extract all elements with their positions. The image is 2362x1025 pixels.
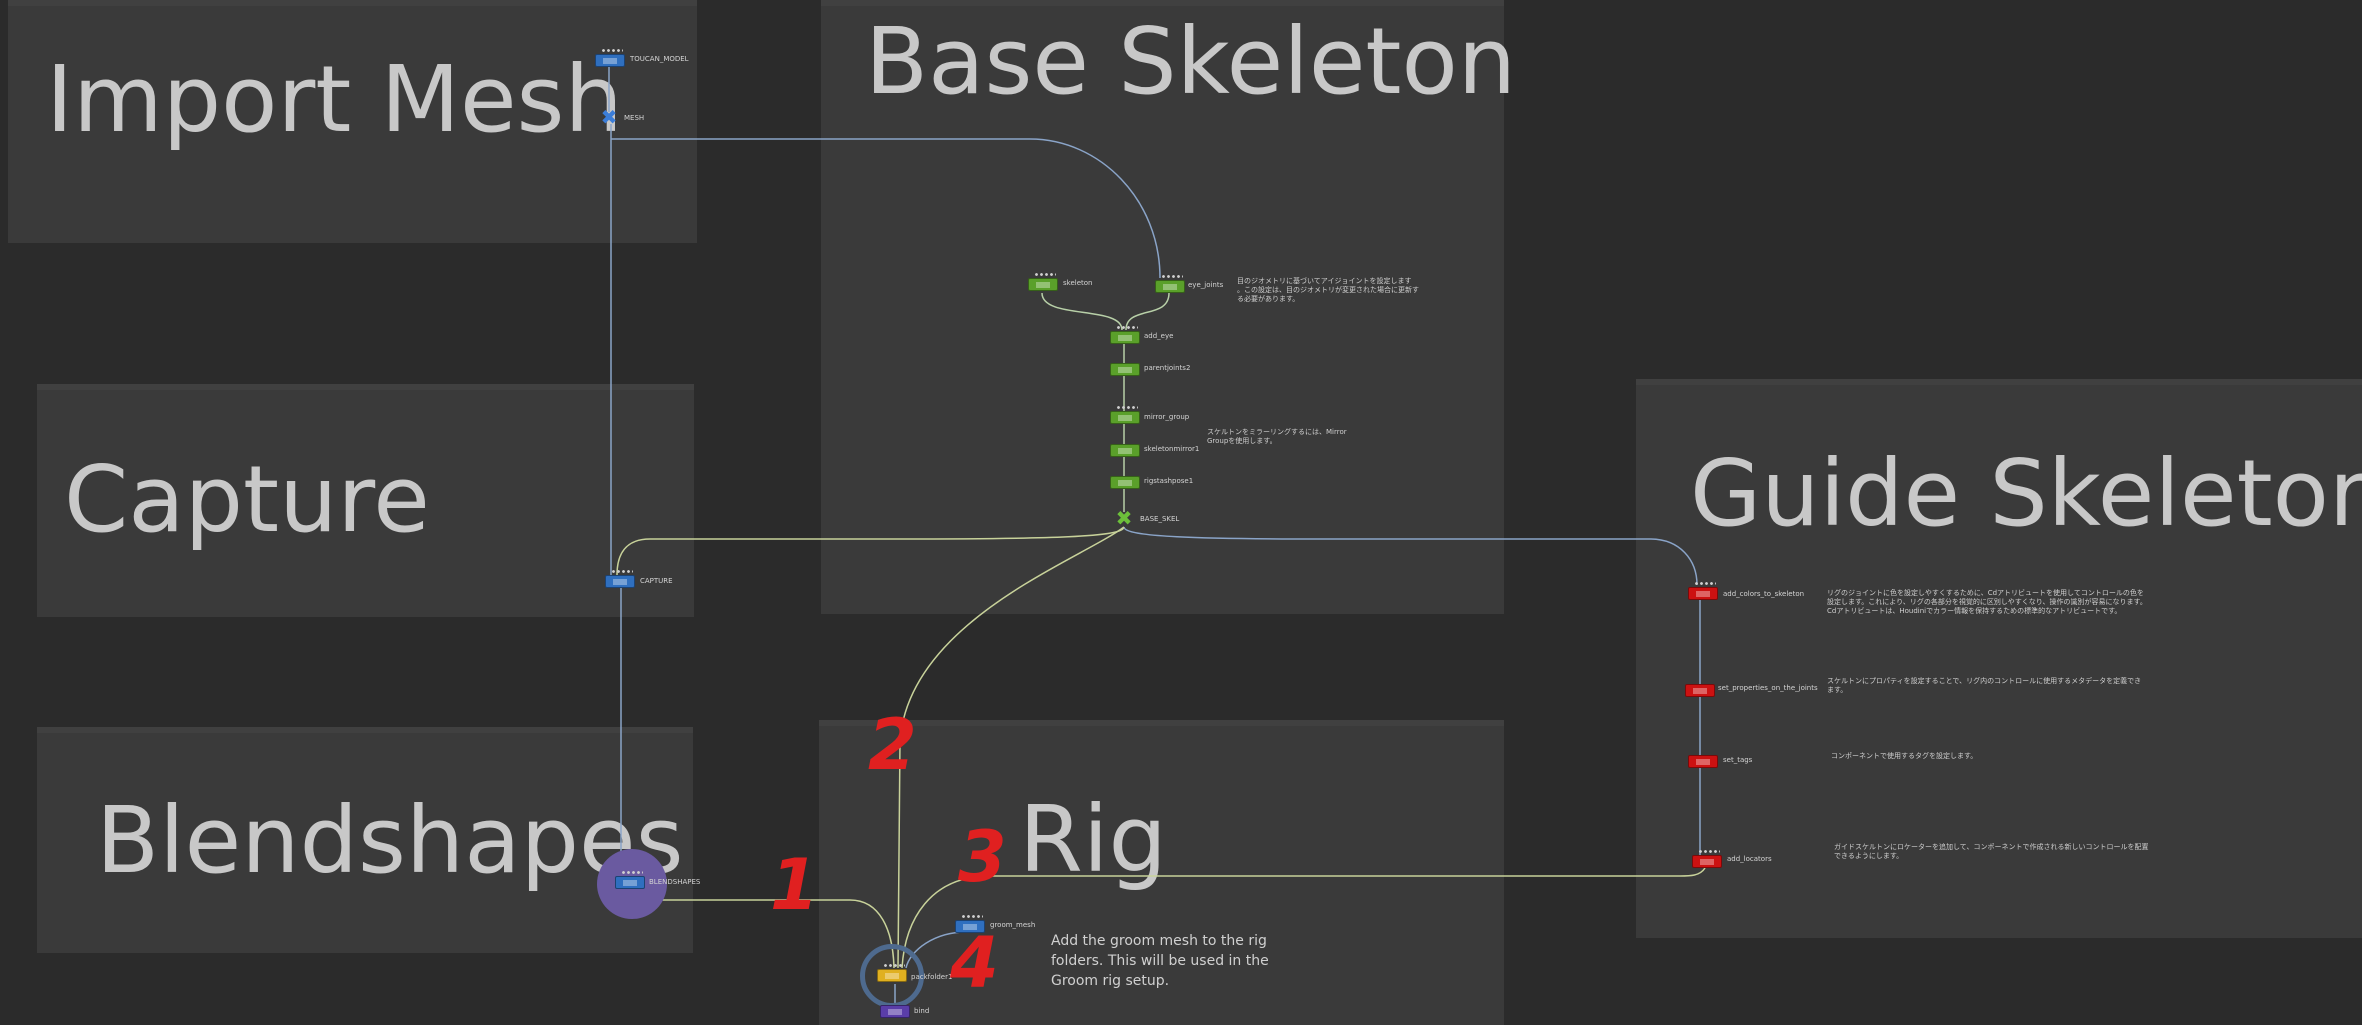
sop-node-eye-joints[interactable] bbox=[1155, 275, 1185, 293]
sop-node-packfolder1[interactable] bbox=[877, 964, 907, 982]
note-mirror: スケルトンをミラーリングするには、Mirror Groupを使用します。 bbox=[1207, 428, 1347, 445]
node-label: packfolder1 bbox=[911, 973, 953, 981]
node-label: set_tags bbox=[1723, 756, 1753, 764]
annotation-number: 4 bbox=[950, 922, 999, 1004]
note-add-colors: リグのジョイントに色を設定しやすくするために、Cdアトリビュートを使用してコント… bbox=[1827, 589, 2147, 615]
null-node-icon[interactable]: ✖ bbox=[1115, 506, 1133, 530]
network-box-capture[interactable]: Capture bbox=[37, 384, 694, 617]
sop-node-add-colors-to-skeleton[interactable] bbox=[1688, 582, 1718, 600]
node-label: CAPTURE bbox=[640, 577, 673, 585]
wire-base-skel-to-capture bbox=[616, 526, 1125, 576]
node-label: skeleton bbox=[1063, 279, 1093, 287]
node-label: BASE_SKEL bbox=[1140, 515, 1180, 523]
sop-node-mirror-group[interactable] bbox=[1110, 406, 1140, 424]
sop-node-rigstashpose1[interactable] bbox=[1110, 476, 1140, 489]
wire-base-skel-to-guide bbox=[1123, 526, 1698, 586]
node-label: add_locators bbox=[1727, 855, 1772, 863]
wire-base-skel-to-packfolder bbox=[897, 526, 1125, 969]
file-node-toucan-model[interactable] bbox=[595, 49, 625, 67]
network-box-title: Guide Skeleton bbox=[1690, 440, 2362, 547]
annotation-number: 2 bbox=[868, 704, 917, 786]
network-box-guide-skeleton[interactable]: Guide Skeleton bbox=[1636, 379, 2362, 938]
wire-skeleton-to-add-eye bbox=[1041, 292, 1123, 331]
note-set-properties: スケルトンにプロパティを設定することで、リグ内のコントロールに使用するメタデータ… bbox=[1827, 677, 2142, 694]
sop-node-capture[interactable] bbox=[605, 570, 635, 588]
network-box-import-mesh[interactable]: Import Mesh bbox=[8, 0, 697, 243]
sop-node-parentjoints2[interactable] bbox=[1110, 363, 1140, 376]
node-label: TOUCAN_MODEL bbox=[630, 55, 689, 63]
sop-node-blendshapes[interactable] bbox=[615, 871, 645, 889]
annotation-number: 1 bbox=[770, 844, 819, 926]
network-box-title: Base Skeleton bbox=[865, 8, 1517, 115]
wire-mesh-to-eye-joints bbox=[611, 138, 1161, 279]
note-add-locators: ガイドスケルトンにロケーターを追加して、コンポーネントで作成される新しいコントロ… bbox=[1834, 843, 2149, 860]
wire-eye-joints-to-add-eye bbox=[1125, 292, 1170, 331]
note-eye-joints: 目のジオメトリに基づいてアイジョイントを設定します 。この設定は、目のジオメトリ… bbox=[1237, 277, 1419, 303]
annotation-number: 3 bbox=[958, 816, 1007, 898]
network-box-title: Blendshapes bbox=[96, 787, 684, 894]
sop-node-add-locators[interactable] bbox=[1692, 850, 1722, 868]
network-box-title: Import Mesh bbox=[46, 46, 623, 153]
network-box-title: Capture bbox=[64, 446, 430, 553]
sop-node-add-eye[interactable] bbox=[1110, 326, 1140, 344]
node-label: parentjoints2 bbox=[1144, 364, 1191, 372]
sop-node-set-tags[interactable] bbox=[1688, 755, 1718, 768]
node-label: add_colors_to_skeleton bbox=[1723, 590, 1805, 598]
node-label: set_properties_on_the_joints bbox=[1718, 684, 1818, 692]
sop-node-set-properties-on-the-joints[interactable] bbox=[1685, 684, 1715, 697]
node-label: mirror_group bbox=[1144, 413, 1190, 421]
null-node-icon[interactable]: ✖ bbox=[600, 105, 618, 129]
node-label: groom_mesh bbox=[990, 921, 1036, 929]
node-label: bind bbox=[914, 1007, 930, 1015]
network-box-rig[interactable]: Rig bbox=[819, 720, 1504, 1025]
sop-node-bind[interactable] bbox=[880, 1005, 910, 1018]
node-label: skeletonmirror1 bbox=[1144, 445, 1200, 453]
file-node-groom-mesh[interactable] bbox=[955, 915, 985, 933]
node-label: add_eye bbox=[1144, 332, 1174, 340]
sop-node-skeleton[interactable] bbox=[1028, 273, 1058, 291]
wire-guide-to-packfolder bbox=[901, 867, 1706, 969]
network-box-blendshapes[interactable]: Blendshapes bbox=[37, 727, 693, 953]
sop-node-skeletonmirror1[interactable] bbox=[1110, 444, 1140, 457]
node-label: eye_joints bbox=[1188, 281, 1224, 289]
node-label: BLENDSHAPES bbox=[649, 878, 701, 886]
network-box-title: Rig bbox=[1019, 786, 1167, 893]
note-groom: Add the groom mesh to the rig folders. T… bbox=[1051, 933, 1269, 989]
note-set-tags: コンポーネントで使用するタグを設定します。 bbox=[1831, 752, 1978, 760]
node-label: rigstashpose1 bbox=[1144, 477, 1194, 485]
node-label: MESH bbox=[624, 114, 645, 122]
